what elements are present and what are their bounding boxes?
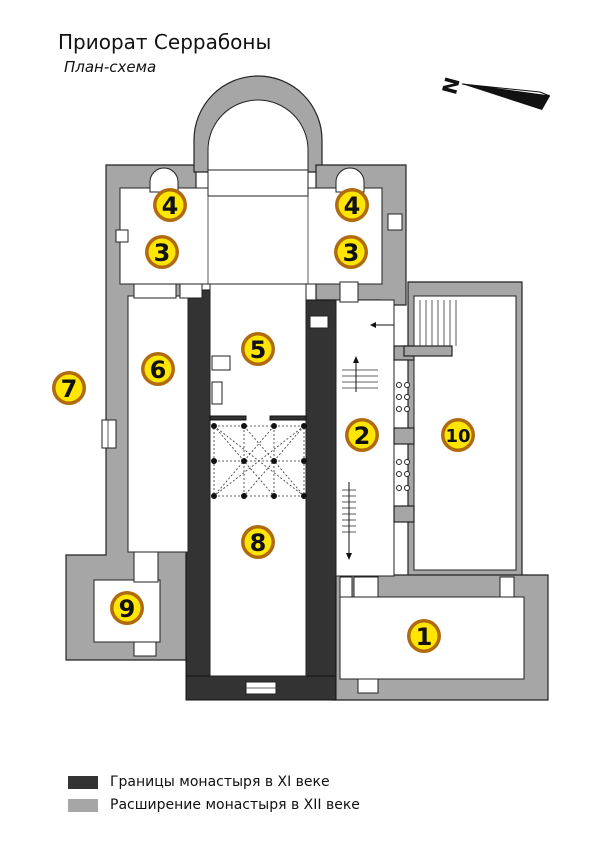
marker-9: 9 [110, 591, 144, 625]
map-subtitle: План-схема [64, 58, 157, 76]
marker-6: 6 [141, 352, 175, 386]
map-title: Приорат Серрабоны [58, 30, 272, 54]
marker-2: 2 [345, 418, 379, 452]
svg-text:7: 7 [61, 375, 78, 403]
svg-text:5: 5 [250, 336, 267, 364]
marker-10: 10 [441, 418, 475, 452]
marker-3-west: 3 [145, 235, 179, 269]
marker-3-east: 3 [334, 235, 368, 269]
svg-text:2: 2 [354, 422, 371, 450]
legend-swatch-dark [68, 775, 98, 789]
marker-1: 1 [407, 619, 441, 653]
legend-label: Расширение монастыря в XII веке [110, 797, 360, 813]
svg-text:3: 3 [343, 239, 360, 267]
svg-text:6: 6 [150, 356, 167, 384]
svg-text:10: 10 [445, 426, 470, 447]
north-arrow-icon: N [437, 75, 551, 110]
svg-text:3: 3 [154, 239, 171, 267]
svg-text:4: 4 [344, 192, 361, 220]
marker-8: 8 [241, 525, 275, 559]
svg-text:8: 8 [250, 529, 267, 557]
svg-text:9: 9 [119, 595, 136, 623]
svg-text:1: 1 [416, 623, 433, 651]
compass-letter: N [437, 75, 465, 97]
marker-7: 7 [52, 371, 86, 405]
marker-4-west: 4 [153, 188, 187, 222]
interior-spaces [93, 99, 525, 680]
svg-text:4: 4 [162, 192, 179, 220]
architectural-details [101, 196, 515, 695]
legend-swatch-grey [68, 798, 98, 812]
legend-item-xi-century: Границы монастыря в XI веке [68, 774, 330, 790]
legend-item-xii-century: Расширение монастыря в XII веке [68, 797, 360, 813]
legend-label: Границы монастыря в XI веке [110, 774, 330, 790]
marker-4-east: 4 [335, 188, 369, 222]
marker-5: 5 [241, 332, 275, 366]
